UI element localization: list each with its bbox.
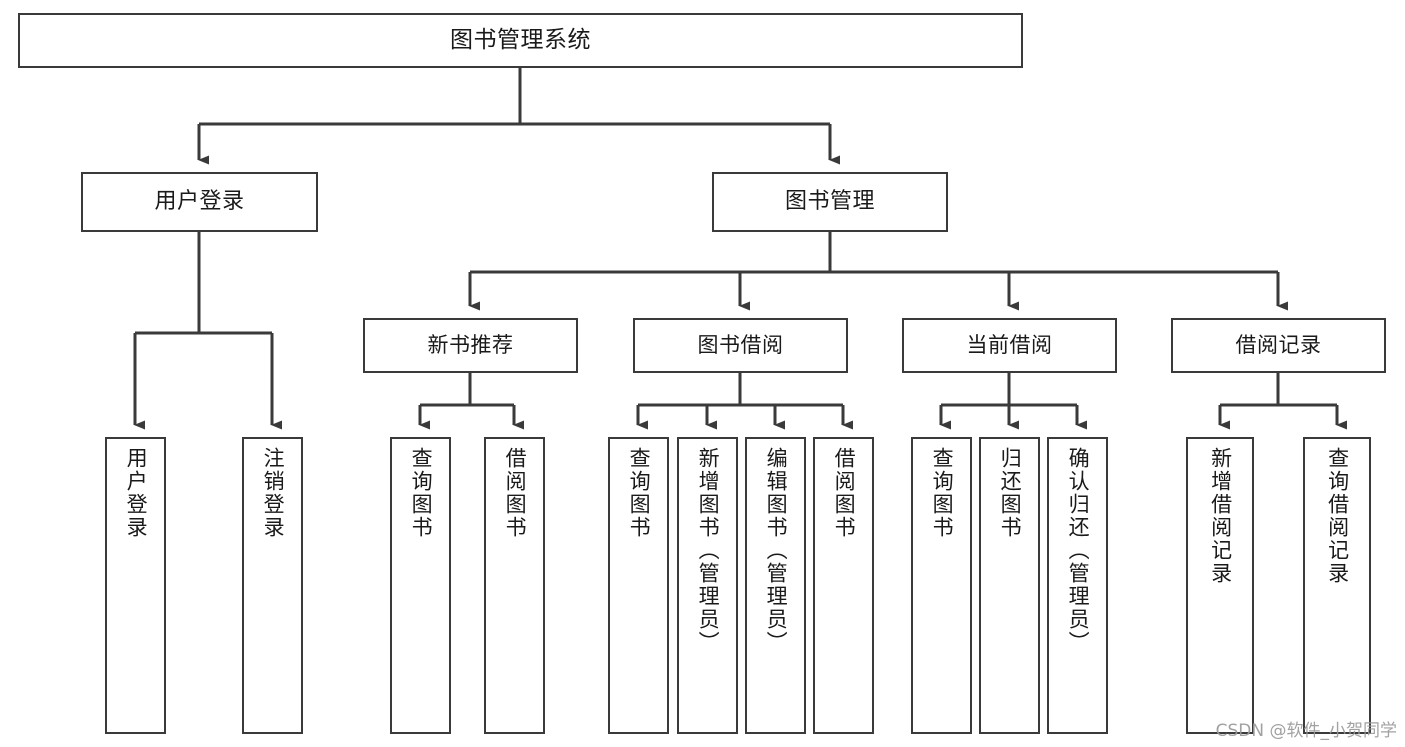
node-current-borrow[interactable]: 当前借阅 bbox=[902, 318, 1117, 373]
node-label: 借阅图书 bbox=[832, 447, 857, 539]
node-leaf-add-book[interactable]: 新增图书（管理员） bbox=[677, 437, 738, 734]
node-new-book-recommend[interactable]: 新书推荐 bbox=[363, 318, 578, 373]
node-leaf-query-book-1[interactable]: 查询图书 bbox=[390, 437, 451, 734]
node-label: 查询图书 bbox=[627, 447, 652, 539]
node-root-system[interactable]: 图书管理系统 bbox=[18, 13, 1023, 68]
node-leaf-edit-book[interactable]: 编辑图书（管理员） bbox=[745, 437, 806, 734]
node-label: 图书借阅 bbox=[697, 333, 784, 358]
node-label: 查询图书 bbox=[930, 447, 955, 539]
node-label: 用户登录 bbox=[124, 447, 149, 539]
csdn-watermark: CSDN @软件_小贺同学 bbox=[1215, 721, 1397, 741]
node-leaf-user-login[interactable]: 用户登录 bbox=[105, 437, 166, 734]
node-leaf-return-book[interactable]: 归还图书 bbox=[979, 437, 1040, 734]
node-borrow-record[interactable]: 借阅记录 bbox=[1171, 318, 1386, 373]
node-label: 注销登录 bbox=[261, 447, 286, 539]
node-label: 新书推荐 bbox=[427, 333, 514, 358]
node-label: 新增图书（管理员） bbox=[696, 447, 721, 654]
node-label: 编辑图书（管理员） bbox=[764, 447, 789, 654]
node-label: 借阅图书 bbox=[503, 447, 528, 539]
node-label: 新增借阅记录 bbox=[1208, 447, 1233, 585]
node-label: 归还图书 bbox=[998, 447, 1023, 539]
node-label: 查询借阅记录 bbox=[1325, 447, 1350, 585]
node-leaf-user-logout[interactable]: 注销登录 bbox=[242, 437, 303, 734]
node-leaf-borrow-book-1[interactable]: 借阅图书 bbox=[484, 437, 545, 734]
node-book-borrow[interactable]: 图书借阅 bbox=[633, 318, 848, 373]
node-leaf-borrow-book-2[interactable]: 借阅图书 bbox=[813, 437, 874, 734]
node-label: 图书管理系统 bbox=[450, 26, 591, 53]
node-label: 借阅记录 bbox=[1235, 333, 1322, 358]
node-label: 图书管理 bbox=[784, 189, 875, 215]
node-label: 当前借阅 bbox=[966, 333, 1053, 358]
node-label: 用户登录 bbox=[154, 189, 245, 215]
node-label: 查询图书 bbox=[409, 447, 434, 539]
node-leaf-add-record[interactable]: 新增借阅记录 bbox=[1186, 437, 1254, 734]
node-book-manage[interactable]: 图书管理 bbox=[712, 172, 948, 232]
node-leaf-confirm-return[interactable]: 确认归还（管理员） bbox=[1047, 437, 1108, 734]
node-user-login[interactable]: 用户登录 bbox=[81, 172, 318, 232]
node-leaf-query-book-2[interactable]: 查询图书 bbox=[608, 437, 669, 734]
node-leaf-query-record[interactable]: 查询借阅记录 bbox=[1303, 437, 1371, 734]
node-label: 确认归还（管理员） bbox=[1066, 447, 1091, 654]
node-leaf-query-book-3[interactable]: 查询图书 bbox=[911, 437, 972, 734]
